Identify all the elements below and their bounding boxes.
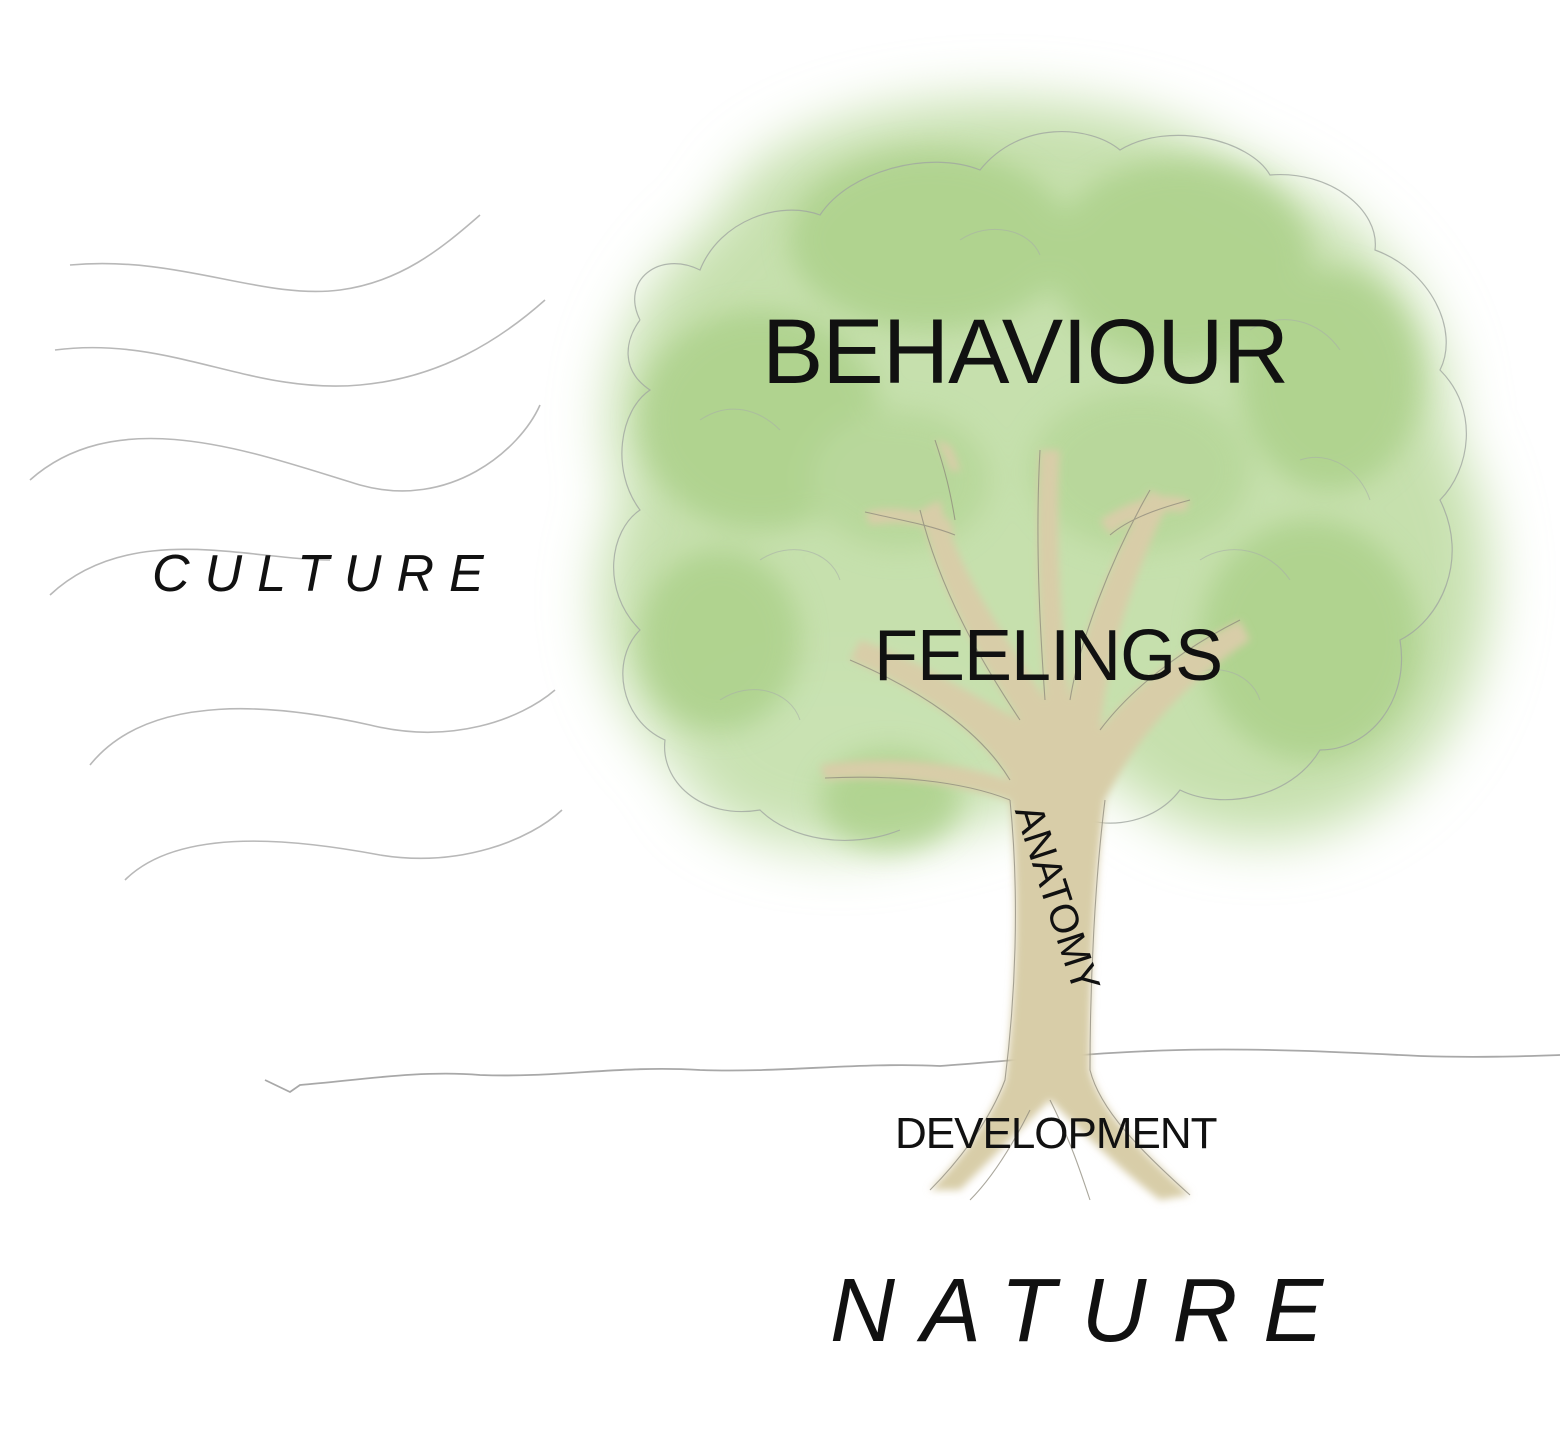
wind-line-5 xyxy=(89,689,556,766)
development-label: DEVELOPMENT xyxy=(895,1109,1218,1158)
canopy-inner-sketch xyxy=(699,228,1371,721)
trunk-sketch xyxy=(824,439,1241,1201)
wind-line-2 xyxy=(54,299,546,387)
nature-label: NATURE xyxy=(830,1261,1350,1361)
feelings-label: FEELINGS xyxy=(874,616,1223,696)
wind-line-3 xyxy=(29,404,541,492)
behaviour-label: BEHAVIOUR xyxy=(762,301,1289,403)
wind-line-4 xyxy=(49,548,331,596)
canopy-shading xyxy=(640,150,1420,850)
wind-lines xyxy=(29,214,563,881)
wind-line-6 xyxy=(124,809,563,881)
culture-label: CULTURE xyxy=(152,545,499,603)
ground-line xyxy=(264,1048,1560,1094)
canopy-outline xyxy=(613,131,1467,841)
wind-line-1 xyxy=(69,214,481,293)
